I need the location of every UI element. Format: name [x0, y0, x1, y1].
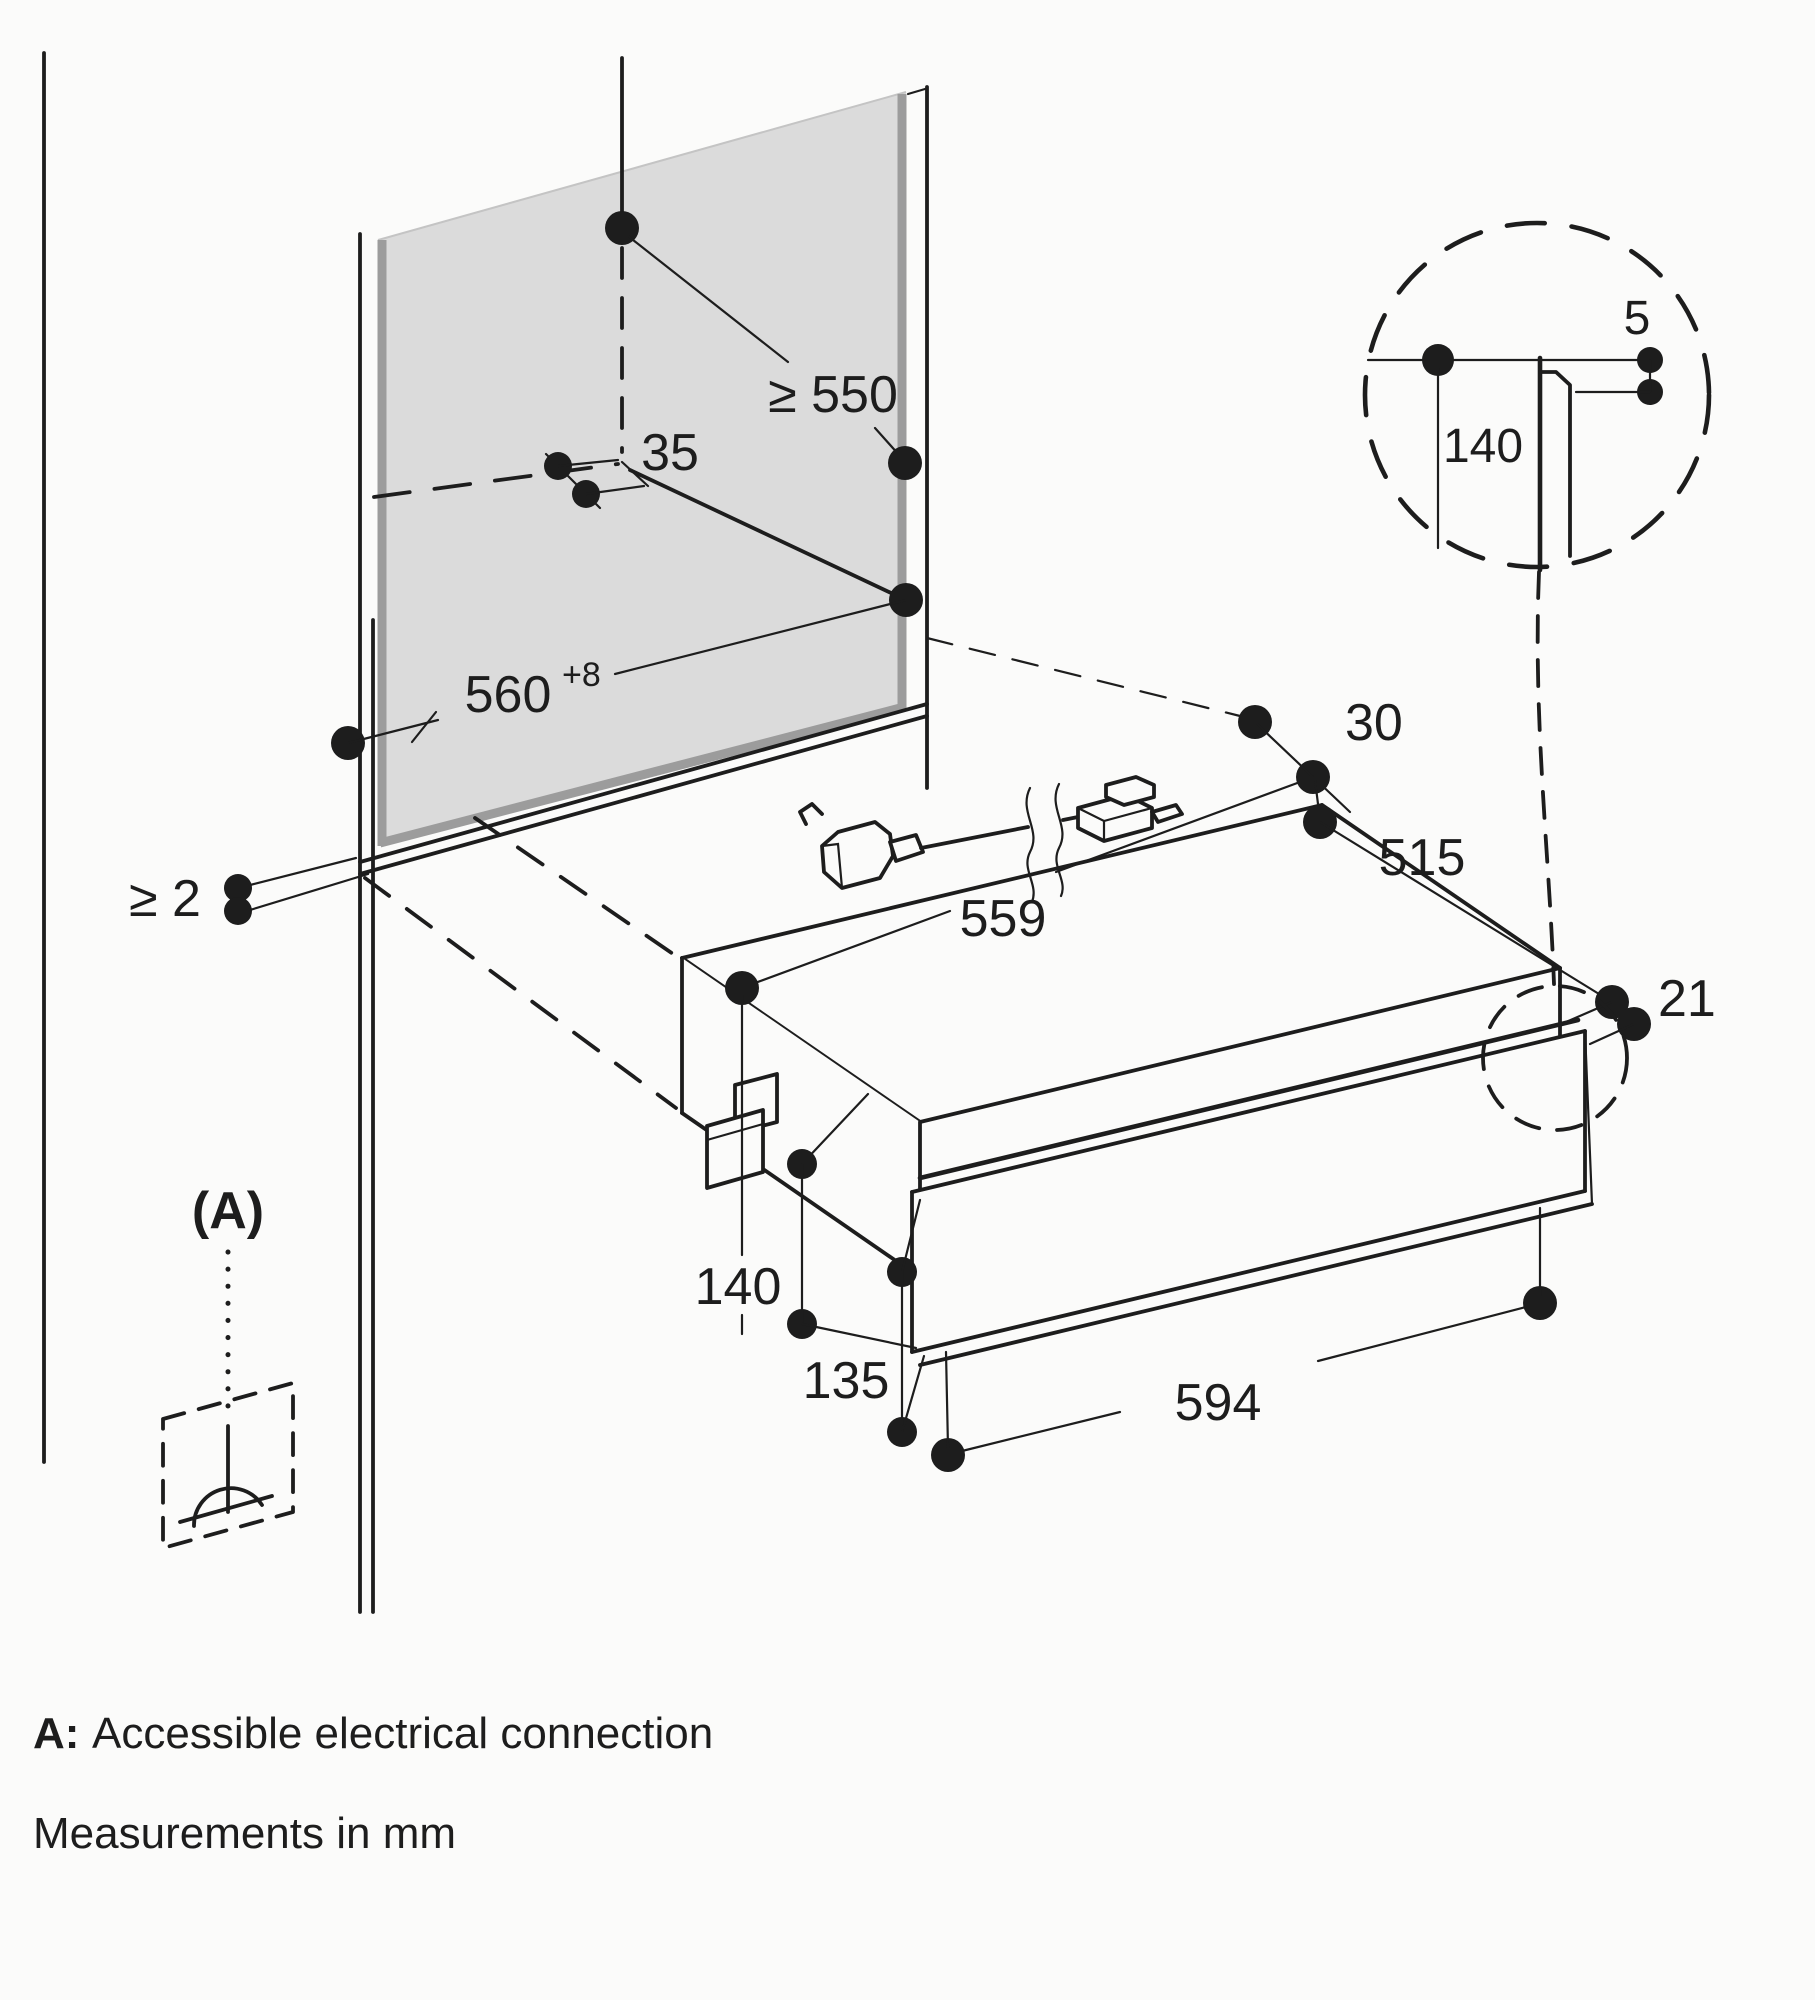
dim-socket-offset: 35: [544, 424, 699, 510]
dim-niche-depth-min: ≥ 550: [626, 234, 922, 480]
earth-socket-symbol-icon: [178, 1424, 274, 1528]
footnote-a-text: Accessible electrical connection: [92, 1709, 713, 1758]
dim-label-front-panel-height: 135: [803, 1352, 890, 1410]
mounting-bracket: [705, 1072, 779, 1190]
panel-top-edge: [377, 91, 907, 241]
dimension-dot: [224, 897, 252, 925]
dimension-dot: [888, 446, 922, 480]
power-plug-icon: [798, 802, 925, 890]
dim-label-appliance-width: 559: [960, 890, 1047, 948]
cord-break-mark: [1025, 786, 1035, 904]
niche-floor-front-edge-2: [358, 714, 929, 876]
magnified-detail-circle: 140 5: [1362, 220, 1712, 573]
dim-niche-width: 560 +8: [331, 583, 923, 760]
dim-label-body-height: 140: [695, 1258, 782, 1316]
niche-back-panel: [378, 92, 906, 846]
niche-drawing: [42, 51, 929, 1614]
dim-detail-gap: 5: [1574, 292, 1663, 405]
niche-corner-diagonal: [628, 468, 908, 602]
dim-label-socket-offset: 35: [641, 424, 699, 482]
dim-front-overhang: 21: [1564, 970, 1716, 1046]
connection-symbol-group: (A): [161, 1182, 295, 1550]
cord-segment: [1061, 815, 1080, 822]
dim-tick: [410, 710, 438, 744]
dim-label-detail-height: 140: [1443, 420, 1523, 473]
panel-top-strip: [917, 1017, 1581, 1181]
socket-zone-outline: [161, 1381, 295, 1550]
dim-label-appliance-depth: 515: [1379, 829, 1466, 887]
dim-label-front-panel-width: 594: [1175, 1374, 1262, 1432]
niche-top-right-join: [906, 87, 927, 96]
footnote-units: Measurements in mm: [33, 1809, 456, 1858]
appliance-connector-icon: [1076, 775, 1184, 843]
panel-bottom-edge: [378, 702, 906, 848]
detail-circle-outline: [1362, 220, 1712, 570]
detail-source-circle: [1481, 984, 1629, 1132]
dimension-dot: [1523, 1286, 1557, 1320]
drawer-front-panel: [910, 1017, 1594, 1367]
cord-break-mark: [1054, 782, 1064, 898]
a-reference-label: (A): [192, 1182, 264, 1240]
dim-appliance-width: 559: [725, 780, 1302, 1005]
niche-floor-front-edge-1: [358, 702, 929, 864]
appliance-top-face: [682, 805, 1560, 1122]
dim-front-panel-width: 594: [931, 1206, 1557, 1472]
projection-lines: [363, 636, 1242, 1110]
footnote-a-prefix: A:: [33, 1709, 79, 1758]
detail-leader-line: [1535, 570, 1556, 986]
niche-hidden-wall-line: [372, 462, 620, 499]
dim-label-niche-width-tolerance: +8: [562, 656, 601, 694]
dimension-dot: [725, 971, 759, 1005]
dimension-dot: [931, 1438, 965, 1472]
dimension-dot: [1422, 344, 1454, 376]
dim-label-front-overhang: 21: [1658, 970, 1716, 1028]
dim-rear-clearance: 30: [1238, 694, 1403, 814]
detail-panel-profile: [1538, 370, 1572, 558]
footnotes: A: Accessible electrical connection Meas…: [33, 1709, 713, 1858]
dimension-dot: [605, 211, 639, 245]
dim-appliance-depth: 515: [1303, 778, 1614, 1004]
dim-front-panel-height: 135: [803, 1198, 926, 1447]
dim-label-side-gap-min: ≥ 2: [129, 870, 201, 928]
cord-segment: [919, 825, 1030, 850]
panel-bottom-strip: [918, 1202, 1594, 1367]
power-cord: [798, 775, 1184, 904]
dim-label-detail-gap: 5: [1624, 292, 1651, 345]
dim-body-height: 140: [695, 993, 918, 1350]
appliance-drawing: [680, 803, 1594, 1367]
dim-label-rear-clearance: 30: [1345, 694, 1403, 752]
dim-side-gap-min: ≥ 2: [129, 856, 370, 928]
dimension-dot: [224, 874, 252, 902]
dim-label-niche-depth-min: ≥ 550: [768, 366, 898, 424]
dim-label-niche-width: 560: [465, 666, 552, 724]
